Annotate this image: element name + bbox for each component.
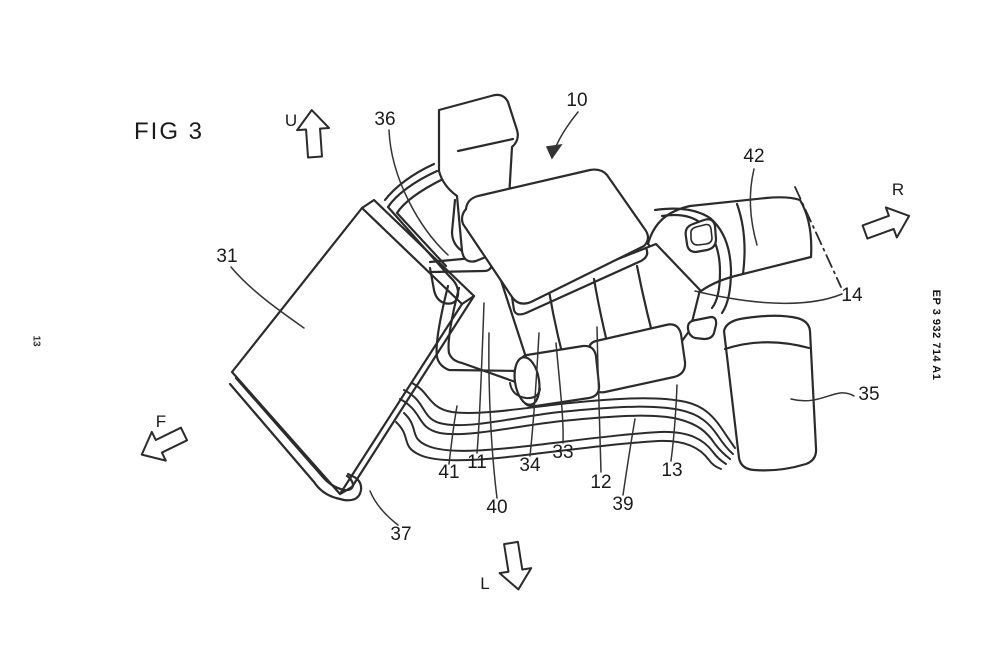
leader-line-13: [670, 384, 678, 462]
ref-label-10: 10: [566, 90, 588, 111]
down-arrow-icon: [498, 540, 533, 591]
ref-label-35: 35: [858, 384, 880, 405]
direction-label-forward: F: [155, 412, 167, 431]
canister: [722, 314, 818, 472]
leader-line-14: [694, 290, 843, 305]
leader-line-41: [448, 405, 458, 465]
leader-line-42: [749, 168, 758, 246]
ref-label-37: 37: [390, 524, 412, 545]
leader-line-11: [476, 302, 485, 454]
leader-line-10: [545, 111, 579, 160]
leader-line-39: [622, 418, 636, 496]
up-arrow-icon: [296, 109, 331, 159]
leader-line-37: [369, 490, 399, 526]
leader-line-40: [488, 332, 498, 499]
hose-bundle: [395, 382, 736, 470]
leader-line-34: [529, 332, 540, 457]
ref-label-12: 12: [590, 472, 612, 493]
ref-label-33: 33: [552, 442, 574, 463]
leader-line-33: [555, 342, 564, 444]
ref-label-41: 41: [438, 462, 460, 483]
forward-arrow-icon: [140, 426, 189, 462]
leader-line-35: [790, 392, 855, 402]
direction-label-left: L: [480, 574, 490, 593]
ref-label-14: 14: [841, 285, 863, 306]
ref-label-40: 40: [486, 497, 508, 518]
valve-cover: [460, 168, 650, 316]
ref-label-31: 31: [216, 246, 238, 267]
direction-label-up: U: [284, 111, 298, 130]
ref-label-11: 11: [467, 452, 487, 473]
figure-title: FIG 3: [134, 118, 205, 145]
patent-number: EP 3 932 714 A1: [930, 289, 942, 381]
ref-label-36: 36: [374, 109, 396, 130]
mount-brackets: [684, 218, 718, 341]
right-arrow-icon: [861, 206, 911, 240]
ref-label-39: 39: [612, 494, 634, 515]
leader-line-12: [596, 326, 602, 473]
ref-label-34: 34: [519, 455, 541, 476]
radiator-hose: [228, 376, 363, 502]
sheet-number: 13: [30, 335, 42, 347]
ref-label-42: 42: [743, 146, 765, 167]
direction-label-right: R: [891, 180, 905, 199]
feed-pipe: [435, 284, 523, 386]
leader-line-31: [230, 266, 305, 329]
leader-line-36: [388, 129, 449, 256]
ref-label-13: 13: [661, 460, 683, 481]
